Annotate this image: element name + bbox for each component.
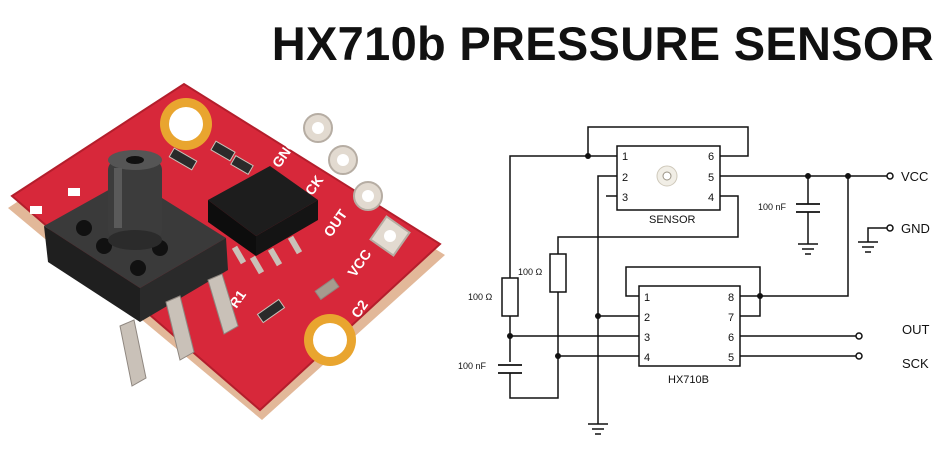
hx-chip-label: HX710B xyxy=(668,374,709,386)
resistor-1-label: 100 Ω xyxy=(468,292,493,302)
hx-pin-7: 7 xyxy=(728,312,734,324)
hx-pin-4: 4 xyxy=(644,352,650,364)
hx-pin-3: 3 xyxy=(644,332,650,344)
resistor-2-label: 100 Ω xyxy=(518,267,543,277)
page-title: HX710b PRESSURE SENSOR xyxy=(271,17,934,70)
schematic-wires xyxy=(509,126,887,424)
capacitor-vcc xyxy=(796,203,820,213)
header-pads xyxy=(303,113,411,257)
sensor-port-icon xyxy=(656,165,678,187)
hx-pin-8: 8 xyxy=(728,292,734,304)
ground-symbol-cap xyxy=(798,243,818,255)
sensor-module-board: GNC SCK OUT VCC C2 R1 xyxy=(8,82,445,420)
sensor-pin-1: 1 xyxy=(622,151,628,163)
smd-components xyxy=(30,140,340,324)
hx710-ic-package xyxy=(208,166,318,275)
sensor-legs xyxy=(119,273,239,387)
terminal-circles xyxy=(855,172,894,360)
sensor-pin-4: 4 xyxy=(708,192,714,204)
sensor-pin-2: 2 xyxy=(622,172,628,184)
gnd-label: GND xyxy=(901,221,930,236)
junction-dots xyxy=(507,153,851,359)
resistor-2 xyxy=(549,253,567,293)
hx-pin-6: 6 xyxy=(728,332,734,344)
mounting-hole-bottom xyxy=(304,314,356,366)
resistor-1 xyxy=(501,277,519,317)
sensor-pin-3: 3 xyxy=(622,192,628,204)
hx-pin-2: 2 xyxy=(644,312,650,324)
sensor-chip-label: SENSOR xyxy=(649,214,696,226)
cap-vcc-label: 100 nF xyxy=(758,202,787,212)
cap-bottom-label: 100 nF xyxy=(458,361,487,371)
hx710b-chip xyxy=(638,285,741,367)
ground-symbol-gnd xyxy=(858,241,878,253)
out-label: OUT xyxy=(902,322,930,337)
capacitor-bottom xyxy=(498,364,522,374)
sensor-pin-6: 6 xyxy=(708,151,714,163)
sensor-pin-5: 5 xyxy=(708,172,714,184)
sensor-chip xyxy=(616,145,721,211)
sck-label: SCK xyxy=(902,356,929,371)
vcc-label: VCC xyxy=(901,169,928,184)
hx-pin-1: 1 xyxy=(644,292,650,304)
ground-symbol-bottom xyxy=(588,423,608,435)
hx-pin-5: 5 xyxy=(728,352,734,364)
mounting-hole-top xyxy=(160,98,212,150)
pressure-sensor-package xyxy=(44,150,228,322)
